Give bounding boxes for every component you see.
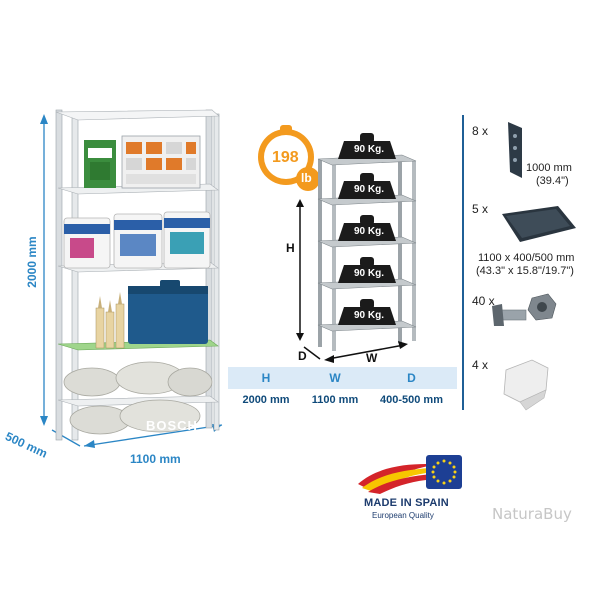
shelf-load-label: 90 Kg. [354,268,385,279]
spec-value-w: 1100 mm [311,394,359,406]
kit-item-qty: 5 x [472,202,489,216]
eu-flag-icon [426,455,462,489]
spain-flag-icon [358,464,438,494]
european-quality-label: European Quality [372,511,434,520]
shelving-unit-photo [40,109,223,448]
made-in-spain-label: MADE IN SPAIN [364,497,449,509]
width-dimension-label: 1100 mm [130,452,181,466]
toolbox-brand-label: BOSCH [146,418,198,433]
foot-cap-icon [503,359,549,411]
kit-item-qty: 4 x [472,358,489,372]
load-badge-value: 198 [272,149,299,166]
spec-value-h: 2000 mm [242,394,290,406]
spec-panel: 198 lb 90 Kg. 90 Kg. 90 Kg. 90 Kg. 90 Kg… [228,111,457,411]
kit-item-caption: 1000 mm [526,162,572,174]
axis-letter-depth: D [298,349,307,363]
kit-divider [462,115,464,410]
height-dimension-label: 2000 mm [25,236,39,288]
shelf-load-label: 90 Kg. [354,310,385,321]
axis-letter-width: W [366,351,378,365]
kit-contents: 8 x 1000 mm (39.4") 5 x 1100 x 400/500 m… [464,110,600,420]
spec-table-header: H W D [228,367,457,389]
kit-item-caption: (39.4") [536,175,569,187]
upright-post-icon [508,122,522,178]
load-diagram-graphic [258,125,417,363]
shelf-load-label: 90 Kg. [354,184,385,195]
product-photo-panel: BOSCH [0,100,228,480]
bolt-nut-icon [492,293,557,326]
spec-table-values: 2000 mm 1100 mm 400-500 mm [228,389,457,411]
axis-letter-height: H [286,241,295,255]
spec-diagram: 198 lb 90 Kg. 90 Kg. 90 Kg. 90 Kg. 90 Kg… [228,111,457,367]
kit-item-qty: 40 x [472,294,495,308]
spec-header-h: H [261,371,271,385]
shelf-tray-icon [502,206,576,242]
shelf-load-label: 90 Kg. [354,144,385,155]
watermark: NaturaBuy [492,505,572,523]
spec-value-d: 400-500 mm [380,394,443,406]
kit-item-caption: 1100 x 400/500 mm [478,252,575,264]
spec-header-d: D [407,371,416,385]
spec-header-w: W [329,371,341,385]
kit-item-qty: 8 x [472,124,489,138]
load-badge-unit: lb [301,171,312,185]
kit-item-caption: (43.3" x 15.8"/19.7") [476,265,574,277]
shelf-load-label: 90 Kg. [354,226,385,237]
